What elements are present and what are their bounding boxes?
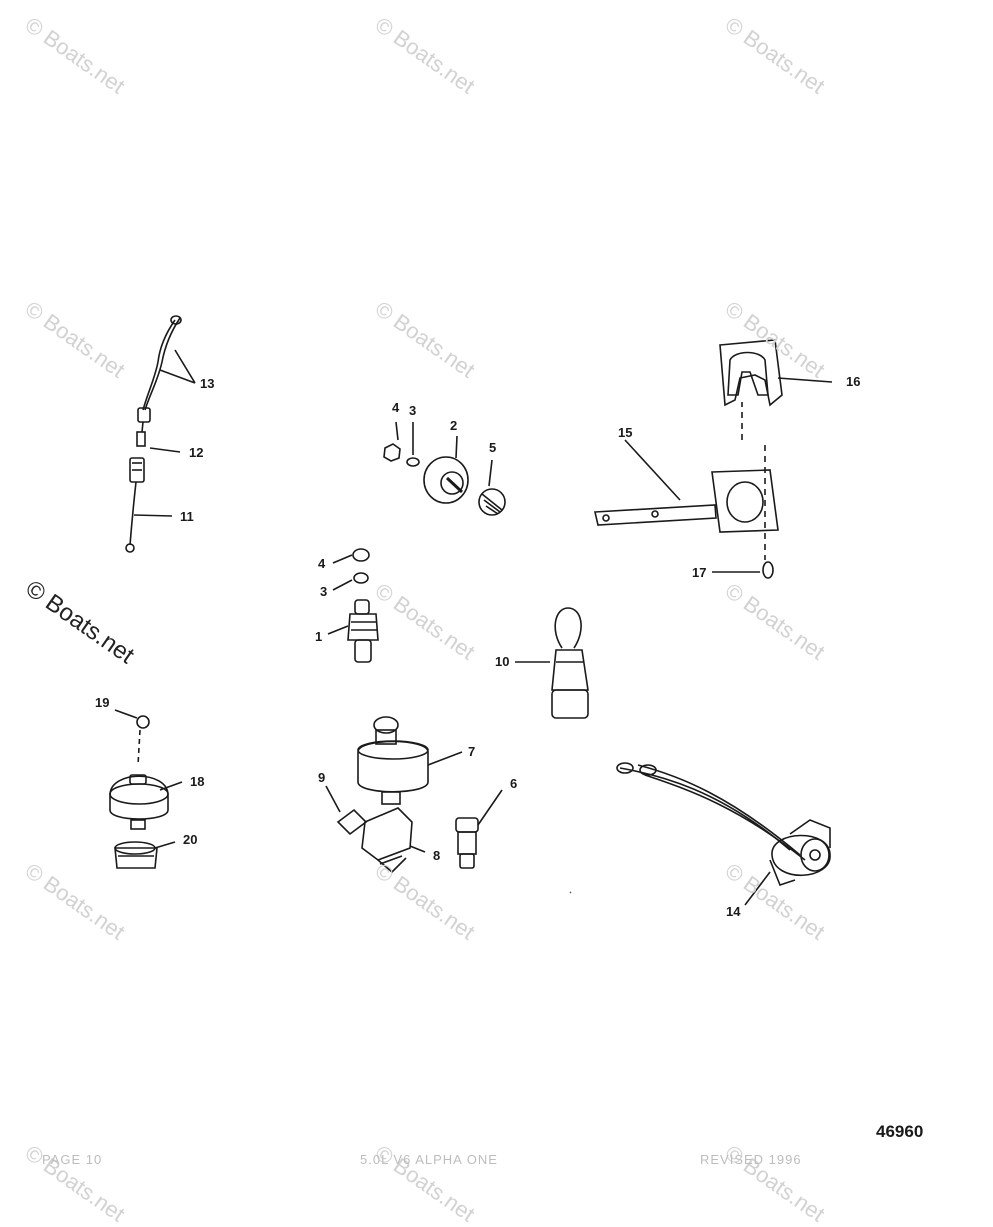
callout-2: 2 (450, 418, 457, 433)
oil-pressure-sender (383, 421, 506, 516)
footer-center: 5.0L V6 ALPHA ONE (360, 1152, 498, 1167)
callout-14: 14 (726, 904, 741, 919)
mounting-bracket (594, 339, 833, 579)
callout-6: 6 (510, 776, 517, 791)
callout-5: 5 (489, 440, 496, 455)
callout-3b: 3 (320, 584, 327, 599)
callout-20: 20 (183, 832, 197, 847)
callout-17: 17 (692, 565, 706, 580)
callout-labels: 1 2 3 3 4 4 5 6 7 8 9 10 11 12 13 14 15 … (95, 374, 860, 919)
footer-left: PAGE 10 (42, 1152, 103, 1167)
callout-13: 13 (200, 376, 214, 391)
sender-wire-harness (125, 315, 182, 553)
stray-mark (569, 891, 572, 894)
figure-number: 46960 (876, 1122, 924, 1141)
callout-12: 12 (189, 445, 203, 460)
callout-15: 15 (618, 425, 632, 440)
callout-19: 19 (95, 695, 109, 710)
callout-8: 8 (433, 848, 440, 863)
leader-lines-left (133, 349, 196, 517)
callout-7: 7 (468, 744, 475, 759)
callout-16: 16 (846, 374, 860, 389)
callout-3: 3 (409, 403, 416, 418)
callout-11: 11 (180, 509, 194, 524)
callout-18: 18 (190, 774, 204, 789)
parts-diagram: 1 2 3 3 4 4 5 6 7 8 9 10 11 12 13 14 15 … (95, 315, 860, 919)
pressure-switch-assembly (325, 716, 503, 874)
pickup-coil (616, 762, 831, 906)
callout-9: 9 (318, 770, 325, 785)
switch-with-loop (515, 607, 589, 719)
vacuum-switch (109, 709, 183, 869)
callout-4b: 4 (318, 556, 326, 571)
callout-10: 10 (495, 654, 509, 669)
callout-4: 4 (392, 400, 400, 415)
callout-1: 1 (315, 629, 322, 644)
temperature-sender (327, 548, 379, 663)
footer-right: REVISED 1996 (700, 1152, 802, 1167)
